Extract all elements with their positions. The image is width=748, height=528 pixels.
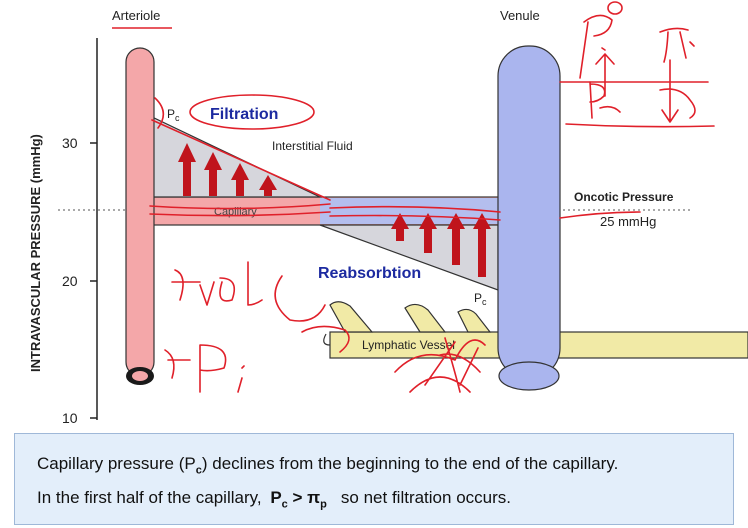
oncotic-pressure-label: Oncotic Pressure bbox=[574, 190, 674, 204]
venule-vessel bbox=[497, 45, 561, 391]
reabsorbtion-label: Reabsorbtion bbox=[318, 265, 421, 282]
tick-20-label: 20 bbox=[62, 273, 78, 289]
lymphatic-vessel-label: Lymphatic Vessel bbox=[362, 338, 455, 352]
tick-30-label: 30 bbox=[62, 135, 78, 151]
pc-gt-pi-expression: Pc > πp bbox=[270, 488, 327, 511]
caption-box: Capillary pressure (Pc) declines from th… bbox=[14, 433, 734, 525]
pc-start-label: Pc bbox=[167, 107, 180, 123]
handwritten-annotations bbox=[149, 1, 715, 393]
y-axis-title: INTRAVASCULAR PRESSURE (mmHg) bbox=[28, 134, 43, 372]
filtration-label: Filtration bbox=[210, 106, 278, 123]
arteriole-vessel bbox=[125, 47, 155, 385]
oncotic-value-label: 25 mmHg bbox=[600, 214, 656, 229]
capillary-diagram: 30 20 10 INTRAVASCULAR PRESSURE (mmHg) L… bbox=[28, 1, 748, 426]
caption-line-1: Capillary pressure (Pc) declines from th… bbox=[37, 454, 619, 477]
arteriole-label: Arteriole bbox=[112, 8, 160, 23]
capillary-tube-venous-part bbox=[320, 198, 500, 224]
tick-10-label: 10 bbox=[62, 410, 78, 426]
interstitial-fluid-label: Interstitial Fluid bbox=[272, 139, 353, 153]
pc-end-label: Pc bbox=[474, 291, 487, 307]
reabsorption-arrows bbox=[391, 213, 491, 277]
venule-label: Venule bbox=[500, 8, 540, 23]
filtration-arrows bbox=[178, 143, 277, 196]
caption-line-2: In the first half of the capillary, Pc >… bbox=[37, 488, 511, 511]
